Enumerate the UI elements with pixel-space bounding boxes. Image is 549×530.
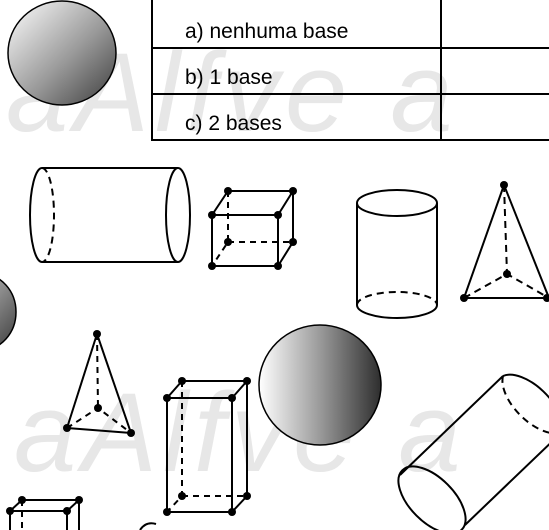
cylinder-tilted [397,373,549,530]
cylinder-horizontal [29,167,191,263]
pyramid-1 [460,181,549,302]
table-row: c) 2 bases [151,93,549,141]
sphere-2 [0,278,17,346]
sphere-3 [258,324,382,446]
rectangular-prism [163,377,251,516]
row-label: b) 1 base [151,47,442,95]
table-row: b) 1 base [151,47,549,95]
sphere-1 [7,0,117,106]
classification-table: a) nenhuma base b) 1 base c) 2 bases [151,0,549,141]
cylinder-vertical [356,189,438,319]
answer-cell[interactable] [440,0,549,49]
cube-partial [6,496,157,530]
answer-cell[interactable] [440,93,549,141]
table-row: a) nenhuma base [151,0,549,49]
row-label: a) nenhuma base [151,0,442,49]
cube [208,187,297,270]
row-label: c) 2 bases [151,93,442,141]
pyramid-2 [63,330,135,437]
answer-cell[interactable] [440,47,549,95]
